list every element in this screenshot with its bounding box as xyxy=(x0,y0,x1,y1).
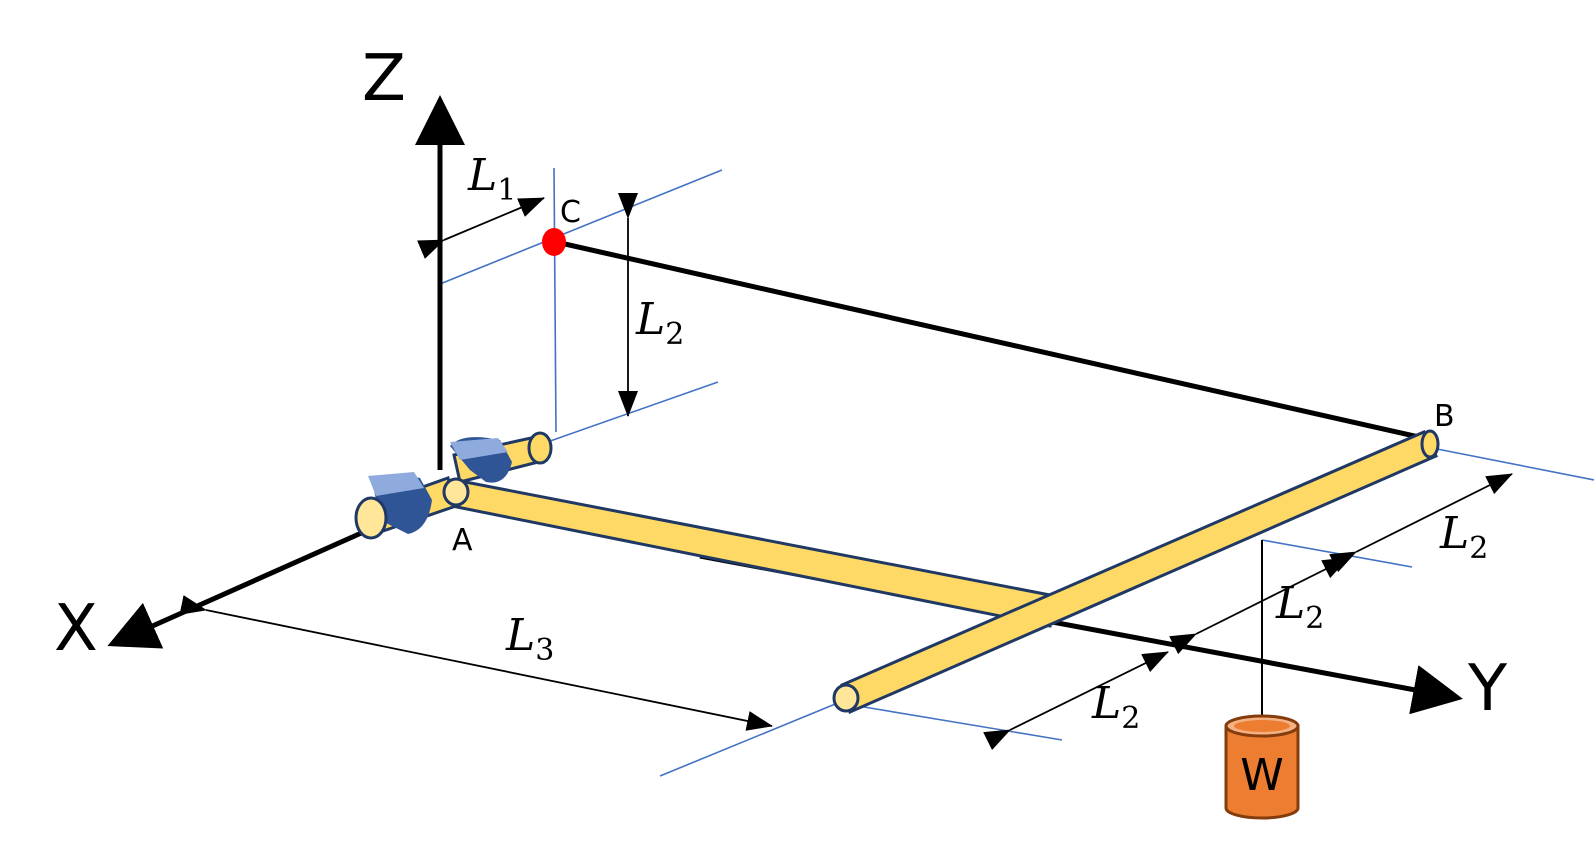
bearing-front xyxy=(354,472,458,540)
guide-line-l2-bottom xyxy=(535,381,719,447)
dim-arrow-l2-first xyxy=(983,651,1169,751)
dim-label-l1: L1 xyxy=(467,150,516,208)
dim-label-l2-vertical: L2 xyxy=(635,294,684,352)
point-c-label: C xyxy=(560,195,581,230)
guide-line-c-vertical xyxy=(553,167,557,433)
cable-cb xyxy=(555,239,1433,443)
point-a-label: A xyxy=(452,523,473,558)
dim-label-l3: L3 xyxy=(505,610,554,668)
point-c-marker xyxy=(542,228,566,256)
dim-label-l2-first: L2 xyxy=(1091,678,1140,736)
rod-bd-end-cap xyxy=(832,683,860,713)
x-axis-label: X xyxy=(54,592,98,666)
rod-bd xyxy=(832,429,1440,715)
guide-line-c-horizontal xyxy=(439,169,723,285)
guide-line-l3-end xyxy=(659,699,846,777)
dim-arrow-l3 xyxy=(179,595,773,731)
dim-arrow-l1 xyxy=(417,197,545,259)
guide-line-rod-end xyxy=(857,705,1063,741)
dim-arrow-l2-third xyxy=(1329,473,1513,573)
point-b-label: B xyxy=(1434,399,1455,434)
load-label: W xyxy=(1240,750,1284,801)
guide-lines xyxy=(439,167,1594,777)
rod-ay xyxy=(450,478,1057,628)
load-weight: W xyxy=(1224,714,1300,820)
guide-line-b xyxy=(1431,447,1594,481)
y-axis-label: Y xyxy=(1467,652,1508,726)
dim-label-l2-third: L2 xyxy=(1439,508,1488,566)
z-axis-label: Z xyxy=(362,42,406,116)
dim-label-l2-second: L2 xyxy=(1275,578,1324,636)
rod-a-end-cap xyxy=(442,477,470,507)
bearing-rear xyxy=(450,431,553,484)
dim-arrow-l2-second xyxy=(1169,557,1349,655)
